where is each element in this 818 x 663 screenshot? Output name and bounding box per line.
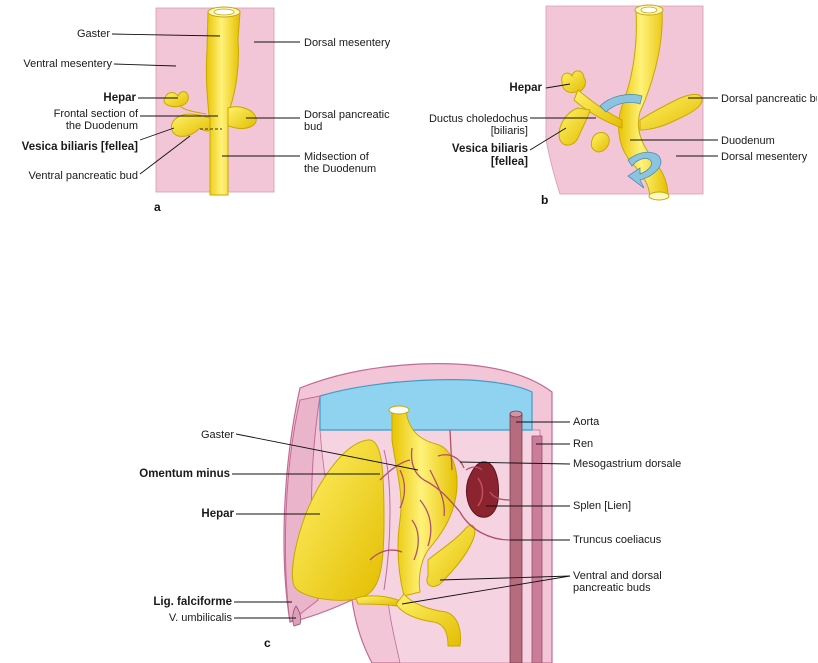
label-a-dorsal-pancreatic-1: Dorsal pancreatic	[304, 109, 390, 121]
gallbladder-a	[171, 113, 211, 137]
hepar-bud-a	[163, 91, 189, 108]
label-c-mesogastrium: Mesogastrium dorsale	[573, 458, 682, 470]
label-c-buds-1: Ventral and dorsal	[573, 570, 662, 582]
hepar-bud-b	[561, 70, 587, 93]
panel-c	[232, 363, 571, 663]
label-b-dorsal-mesentery: Dorsal mesentery	[721, 151, 808, 163]
ren-c	[531, 435, 543, 663]
panel-letter-b: b	[541, 193, 549, 207]
aorta-c	[509, 413, 523, 663]
label-a-gaster: Gaster	[76, 28, 110, 40]
coelom-section	[319, 379, 533, 431]
label-b-vesica-2: [fellea]	[490, 156, 528, 168]
label-c-lig-falciforme: Lig. falciforme	[153, 596, 232, 608]
label-a-vesica: Vesica biliaris [fellea]	[21, 141, 138, 153]
panel-letter-c: c	[264, 636, 271, 650]
panel-b	[529, 4, 718, 201]
gallbladder-b	[558, 107, 591, 146]
label-b-dorsal-pancreatic-bud: Dorsal pancreatic bud	[721, 93, 817, 105]
label-b-hepar: Hepar	[509, 82, 542, 94]
vessels-c	[369, 429, 511, 561]
v-umbilicalis-c	[292, 605, 302, 627]
label-c-gaster: Gaster	[200, 429, 234, 441]
esophagus-opening	[388, 405, 410, 415]
label-c-hepar: Hepar	[201, 508, 234, 520]
bile-duct-c	[355, 595, 399, 607]
label-c-splen: Splen [Lien]	[573, 500, 632, 512]
ventral-bud-b	[590, 132, 610, 153]
hepar-c	[291, 439, 385, 601]
pancreatic-buds-c	[426, 524, 476, 587]
ductus-choledochus-b	[573, 89, 623, 129]
label-a-ventral-mesentery: Ventral mesentery	[23, 58, 112, 70]
label-c-ren: Ren	[573, 438, 594, 450]
rotation-arrow-upper	[599, 94, 643, 113]
rotation-arrow-lower	[627, 151, 662, 189]
gut-tube-a	[205, 11, 241, 196]
label-c-omentum-minus: Omentum minus	[139, 468, 230, 480]
label-c-truncus: Truncus coeliacus	[573, 534, 662, 546]
panel-letter-a: a	[154, 200, 161, 214]
duodenum-c	[395, 593, 461, 647]
gaster-c	[391, 409, 458, 597]
label-a-dorsal-mesentery: Dorsal mesentery	[304, 37, 391, 49]
label-b-ductus-1: Ductus choledochus	[428, 113, 528, 125]
label-c-aorta: Aorta	[573, 416, 600, 428]
label-b-duodenum: Duodenum	[721, 135, 775, 147]
label-b-ductus-2: [biliaris]	[490, 125, 528, 137]
gut-end-b	[648, 191, 670, 201]
label-a-dorsal-pancreatic-2: bud	[304, 121, 323, 133]
label-a-frontal-section-2: the Duodenum	[65, 120, 138, 132]
label-a-ventral-pancreatic-bud: Ventral pancreatic bud	[28, 170, 138, 182]
panel-a	[111, 6, 300, 196]
label-b-vesica-1: Vesica biliaris	[451, 143, 528, 155]
label-c-v-umbilicalis: V. umbilicalis	[168, 612, 232, 624]
label-a-midsection-1: Midsection of	[304, 151, 369, 163]
label-c-buds-2: pancreatic buds	[573, 582, 651, 594]
label-a-frontal-section-1: Frontal section of	[53, 108, 138, 120]
label-a-midsection-2: the Duodenum	[304, 163, 377, 175]
label-a-hepar: Hepar	[103, 92, 136, 104]
